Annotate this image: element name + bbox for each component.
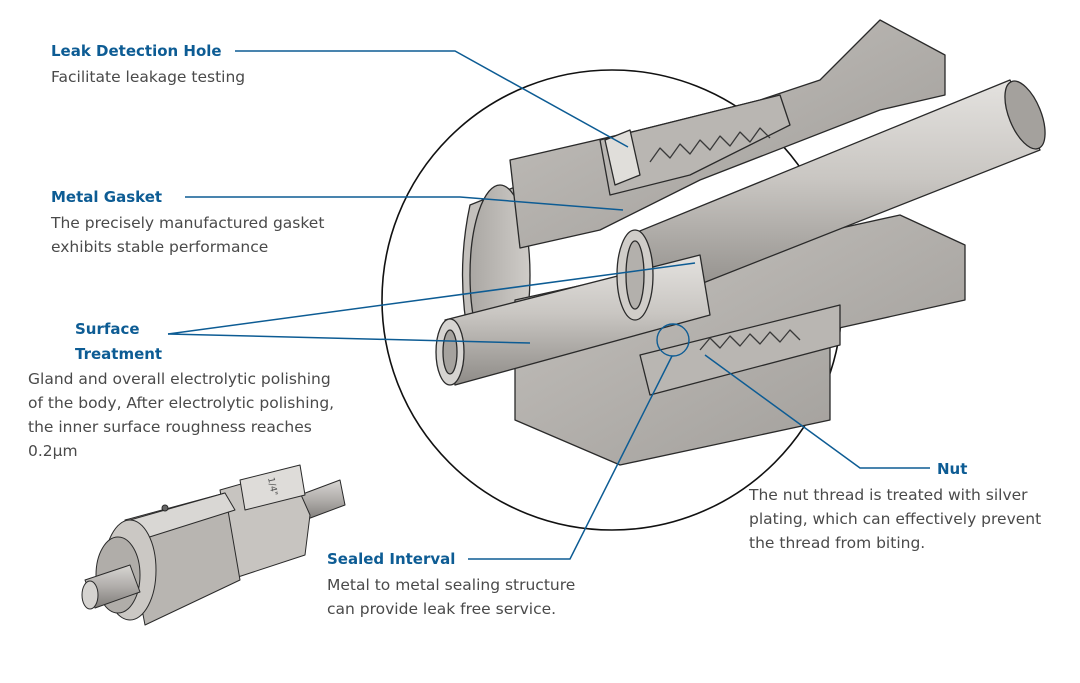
thread-upper (649, 127, 771, 163)
callout-title: Leak Detection Hole (51, 42, 222, 60)
callout-title: Surface Treatment (75, 320, 163, 363)
callout-desc: Gland and overall electrolytic polishing… (28, 367, 334, 463)
callout-title: Sealed Interval (327, 550, 456, 568)
callout-desc: Metal to metal sealing structure can pro… (327, 573, 575, 621)
leader-surface-treatment-1 (167, 262, 696, 335)
callout-metal-gasket: Metal Gasket The precisely manufactured … (51, 187, 324, 259)
callout-desc-line: of the body, After electrolytic polishin… (28, 394, 335, 412)
callout-sealed-interval: Sealed Interval Metal to metal sealing s… (327, 549, 575, 621)
sectioned-fitting (435, 19, 1046, 466)
callout-title: Metal Gasket (51, 188, 163, 206)
leader-lines (167, 50, 930, 560)
callout-desc-line: Gland and overall electrolytic polishing (28, 370, 331, 388)
callout-desc-line: The precisely manufactured gasket (51, 214, 325, 232)
leader-nut (704, 354, 930, 469)
callout-desc-line: the thread from biting. (749, 534, 926, 552)
leader-sealed-interval (468, 355, 673, 560)
leader-surface-treatment-2 (167, 333, 531, 344)
callout-desc-line: plating, which can effectively prevent (749, 510, 1042, 528)
callout-desc-line: Facilitate leakage testing (51, 68, 246, 86)
callout-title: Nut (937, 460, 968, 478)
callout-desc: The nut thread is treated with silver pl… (749, 483, 1041, 555)
callout-desc: Facilitate leakage testing (51, 65, 245, 89)
callout-desc-line: can provide leak free service. (327, 600, 557, 618)
nut-upper (599, 94, 791, 196)
tube-end-opening (1004, 80, 1046, 150)
callout-desc-line: 0.2μm (28, 442, 78, 460)
thread-lower (699, 329, 801, 351)
leader-metal-gasket (185, 196, 624, 211)
seal-highlight-circle (656, 323, 690, 357)
callout-leak-detection: Leak Detection Hole Facilitate leakage t… (51, 41, 245, 89)
leader-leak-detection (235, 50, 629, 148)
small-fitting-photo (81, 464, 346, 626)
callout-surface-treatment: Surface Treatment Gland and overall elec… (28, 317, 334, 463)
callout-desc-line: Metal to metal sealing structure (327, 576, 576, 594)
product-marking: 1/4" (265, 477, 279, 497)
callout-desc: The precisely manufactured gasket exhibi… (51, 211, 324, 259)
callout-desc-line: the inner surface roughness reaches (28, 418, 312, 436)
callout-nut: Nut The nut thread is treated with silve… (749, 459, 1041, 555)
nut-lower (639, 304, 841, 396)
leak-hole (604, 129, 641, 186)
callout-desc-line: exhibits stable performance (51, 238, 269, 256)
callout-desc-line: The nut thread is treated with silver (749, 486, 1028, 504)
